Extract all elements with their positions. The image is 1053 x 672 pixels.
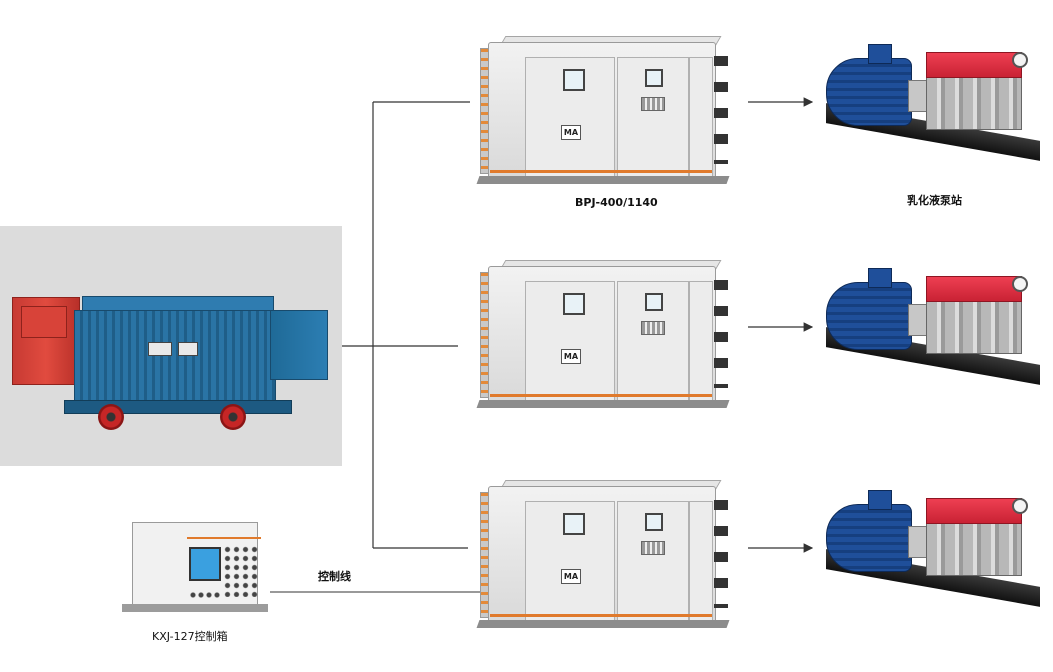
cabinet-display-screen [563,513,585,535]
switch-cabinet-model-label: BPJ-400/1140 [575,196,658,209]
cabinet-display-screen-2 [645,513,663,531]
transformer-wheel-right [220,404,246,430]
pump-head [926,518,1022,576]
cabinet-ma-badge: MA [561,569,581,584]
pressure-gauge-icon [1012,52,1028,68]
kxj-control-box [118,516,270,616]
mining-transformer-image [0,226,342,466]
cabinet-skid [476,176,730,184]
pump-motor-terminal-box [868,44,892,64]
emulsion-pump-station-3 [822,484,1048,624]
cabinet-body: MA [488,266,716,404]
pump-crankcase [926,276,1022,302]
pump-station-label: 乳化液泵站 [907,194,962,207]
cabinet-cable-glands [714,280,728,388]
pump-motor [826,58,912,126]
transformer-body [74,310,276,404]
cabinet-display-screen-2 [645,293,663,311]
transformer-wheel-left [98,404,124,430]
pump-head [926,296,1022,354]
pressure-gauge-icon [1012,276,1028,292]
transformer-nameplate [148,342,172,356]
pump-motor [826,504,912,572]
cabinet-display-screen [563,293,585,315]
emulsion-pump-station-2 [822,262,1048,402]
cabinet-cable-glands [714,500,728,608]
cabinet-door-end [689,501,713,621]
cabinet-door-end [689,57,713,177]
pump-motor-terminal-box [868,268,892,288]
switch-cabinet-1: MA [476,36,738,186]
switch-cabinet-2: MA [476,260,738,410]
cabinet-keypad [641,97,665,111]
control-line-label: 控制线 [318,570,351,583]
cabinet-keypad [641,321,665,335]
cabinet-body: MA [488,486,716,624]
control-box-skid [122,604,268,612]
pump-crankcase [926,52,1022,78]
output-arrows [748,97,814,553]
cabinet-skid [476,400,730,408]
cabinet-keypad [641,541,665,555]
pump-motor-terminal-box [868,490,892,510]
transformer-lv-box [270,310,328,380]
control-box-screen [189,547,221,581]
control-box-button-strip [189,591,221,599]
cabinet-cable-glands [714,56,728,164]
cabinet-door-end [689,281,713,401]
pump-motor [826,282,912,350]
cabinet-display-screen [563,69,585,91]
power-lines [342,101,470,549]
cabinet-ma-badge: MA [561,125,581,140]
transformer-hv-box [12,297,80,385]
pump-head [926,72,1022,130]
cabinet-skid [476,620,730,628]
control-box-label: KXJ-127控制箱 [152,630,228,643]
pressure-gauge-icon [1012,498,1028,514]
cabinet-body: MA [488,42,716,180]
transformer-nameplate-secondary [178,342,198,356]
emulsion-pump-station-1 [822,38,1048,178]
cabinet-display-screen-2 [645,69,663,87]
cabinet-ma-badge: MA [561,349,581,364]
pump-crankcase [926,498,1022,524]
control-box-buttons [223,545,259,597]
switch-cabinet-3: MA [476,480,738,630]
control-box-body [132,522,261,612]
